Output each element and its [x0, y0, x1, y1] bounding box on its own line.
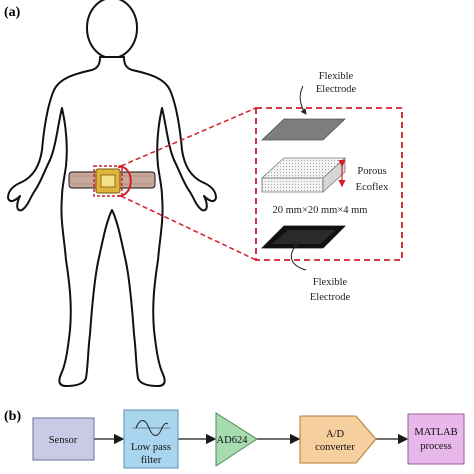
panel-b-label: (b) [4, 409, 21, 424]
ad624-amplifier-block: AD624 [215, 412, 258, 467]
matlab-label-line1: MATLAB [414, 427, 457, 438]
inset-dashed-box [255, 107, 403, 261]
ad-converter-block: A/D converter [299, 415, 377, 464]
sensor-block-label: Sensor [49, 435, 78, 446]
porous-label-line2: Ecoflex [356, 182, 389, 193]
top-electrode-pointer [299, 85, 307, 115]
top-electrode-label-line2: Electrode [316, 84, 357, 95]
zoom-line-bottom [120, 195, 257, 261]
zoom-line-top [120, 107, 257, 167]
low-pass-label-line1: Low pass [131, 442, 171, 453]
panel-a-label: (a) [4, 5, 21, 20]
bottom-electrode-label-line2: Electrode [310, 292, 351, 303]
ad624-label: AD624 [217, 435, 249, 446]
dimension-label: 20 mm×20 mm×4 mm [273, 205, 368, 216]
bottom-electrode-pointer [290, 242, 307, 271]
human-silhouette [7, 0, 217, 387]
top-electrode-label-line1: Flexible [319, 71, 354, 82]
ad-converter-label-line1: A/D [326, 429, 345, 440]
low-pass-label-line2: filter [141, 455, 162, 466]
sine-wave-icon [135, 420, 169, 436]
bottom-electrode-label-line1: Flexible [313, 277, 348, 288]
sensor-block: Sensor [32, 417, 95, 461]
matlab-process-block: MATLAB process [407, 413, 465, 465]
porous-ecoflex-block [260, 157, 347, 193]
ad-converter-label-line2: converter [315, 442, 355, 453]
low-pass-filter-block: Low pass filter [123, 409, 179, 469]
belt-buckle-sensor [93, 165, 132, 197]
matlab-label-line2: process [420, 441, 452, 452]
bottom-electrode [261, 225, 346, 249]
top-electrode [261, 118, 346, 141]
porous-label-line1: Porous [357, 166, 386, 177]
